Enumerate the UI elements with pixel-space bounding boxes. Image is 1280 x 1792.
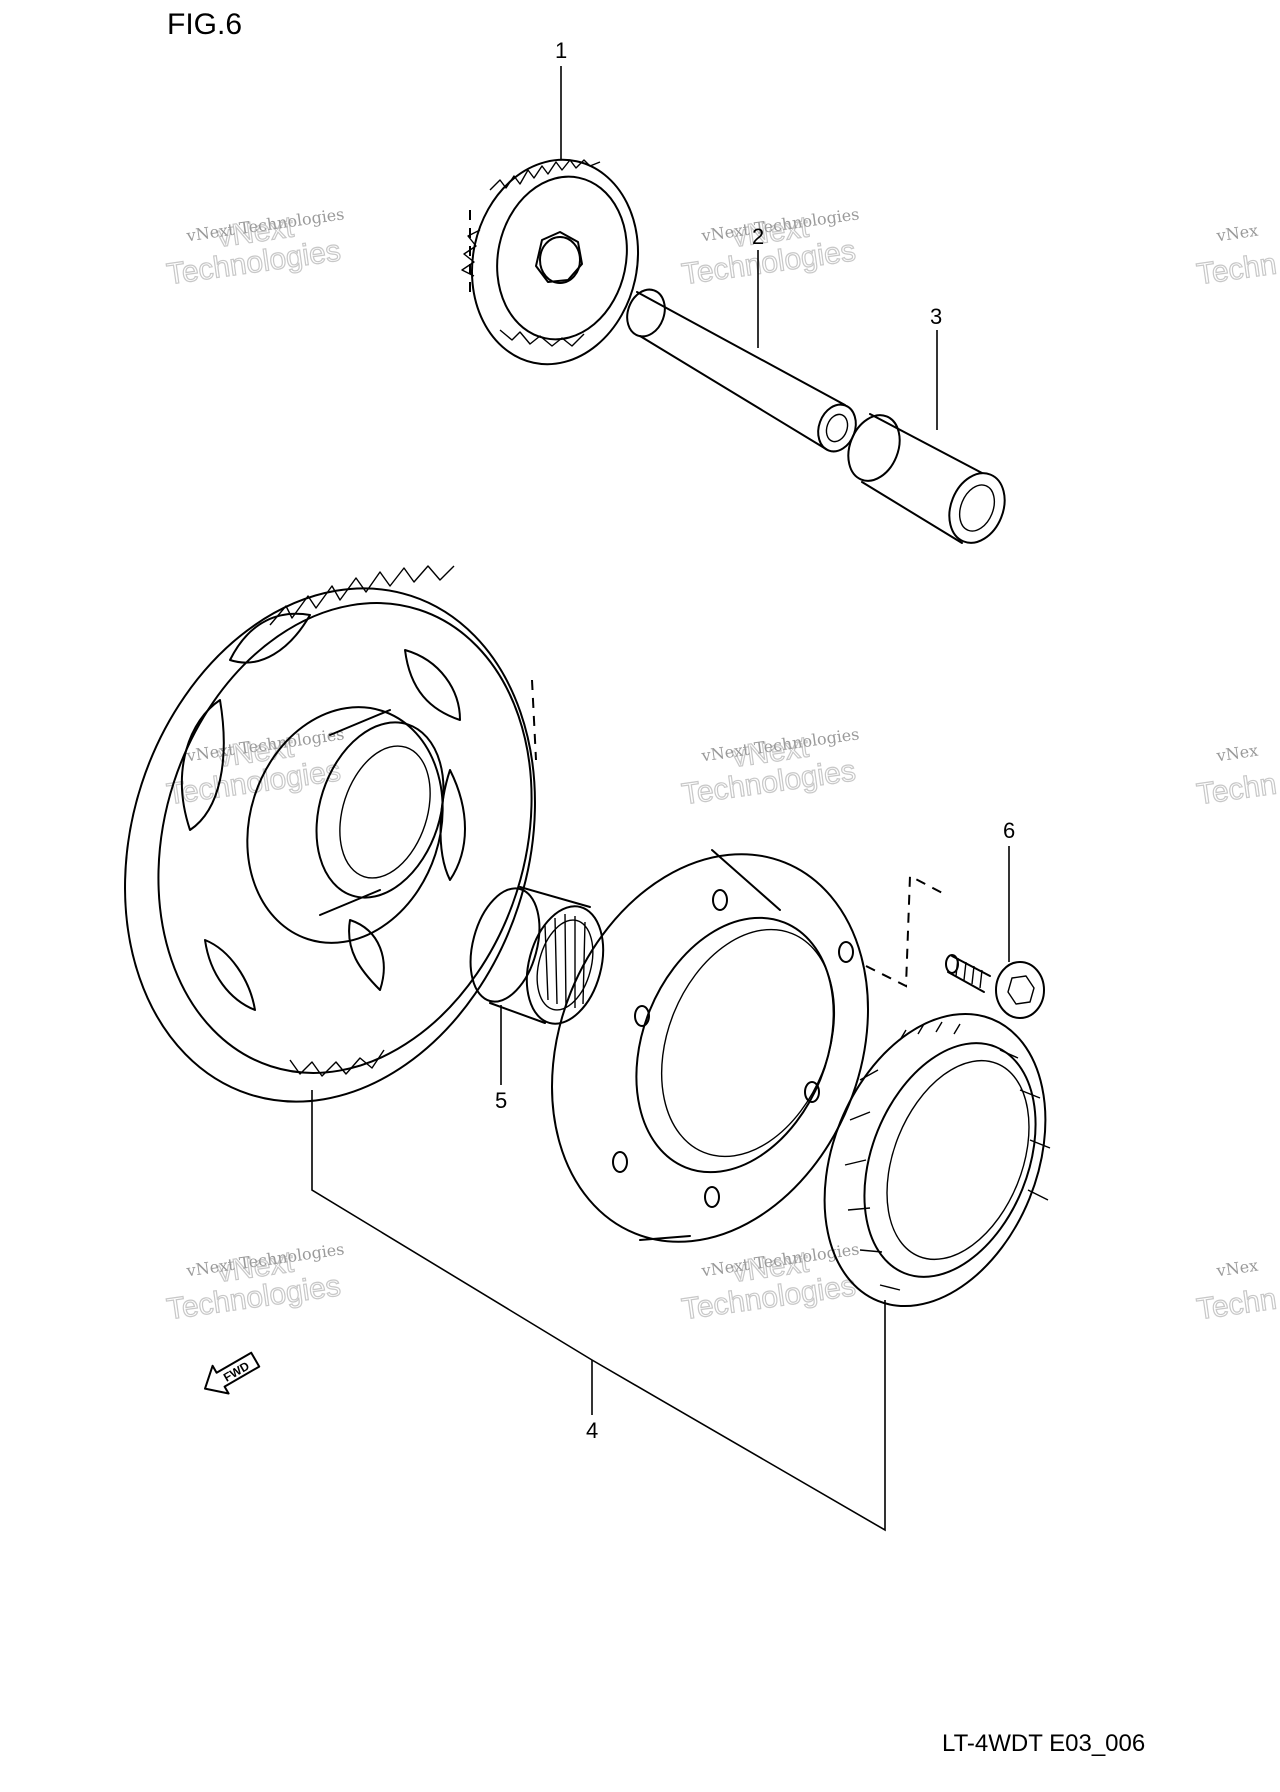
fwd-direction-marker: FWD: [204, 1351, 261, 1395]
callout-6: 6: [1003, 818, 1015, 843]
figure-title: FIG.6: [167, 8, 243, 41]
callout-5: 5: [495, 1088, 507, 1113]
part-1-idle-gear: 1: [461, 38, 640, 366]
svg-text:vNex: vNex: [1214, 741, 1259, 766]
svg-text:vNex: vNex: [1214, 1256, 1259, 1281]
watermark: Technologies vNext vNext Technologies: [679, 1239, 860, 1327]
callout-1: 1: [555, 38, 567, 63]
part-5-needle-bearing: 5: [469, 886, 605, 1113]
part-3-bushing: 3: [847, 304, 1006, 544]
svg-text:Techn: Techn: [1195, 1283, 1279, 1327]
watermark: Technologies vNext vNext Technologies: [164, 204, 345, 292]
part-6-bolt: 6: [945, 818, 1045, 1019]
watermark-partial: Techn vNex: [1194, 221, 1279, 292]
watermark: Technologies vNext vNext Technologies: [164, 724, 345, 812]
watermark-group: Technologies vNext vNext Technologies Te…: [164, 204, 1279, 1327]
callout-4: 4: [586, 1418, 598, 1443]
watermark-partial: Techn vNex: [1194, 741, 1279, 812]
part-4-starter-gear-assembly: 4: [124, 565, 886, 1532]
watermark-partial: Techn vNex: [1194, 1256, 1279, 1327]
watermark: Technologies vNext vNext Technologies: [164, 1239, 345, 1327]
callout-3: 3: [930, 304, 942, 329]
watermark: Technologies vNext vNext Technologies: [679, 204, 860, 292]
svg-text:Techn: Techn: [1195, 248, 1279, 292]
drawing-code: LT-4WDT E03_006: [942, 1730, 1146, 1757]
svg-text:Techn: Techn: [1195, 768, 1279, 812]
one-way-clutch: [823, 1012, 1051, 1308]
callout-2: 2: [752, 224, 764, 249]
starter-clutch-housing: [551, 849, 949, 1243]
watermark: Technologies vNext vNext Technologies: [679, 724, 860, 812]
part-2-shaft: 2: [626, 224, 857, 453]
svg-text:vNex: vNex: [1214, 221, 1259, 246]
